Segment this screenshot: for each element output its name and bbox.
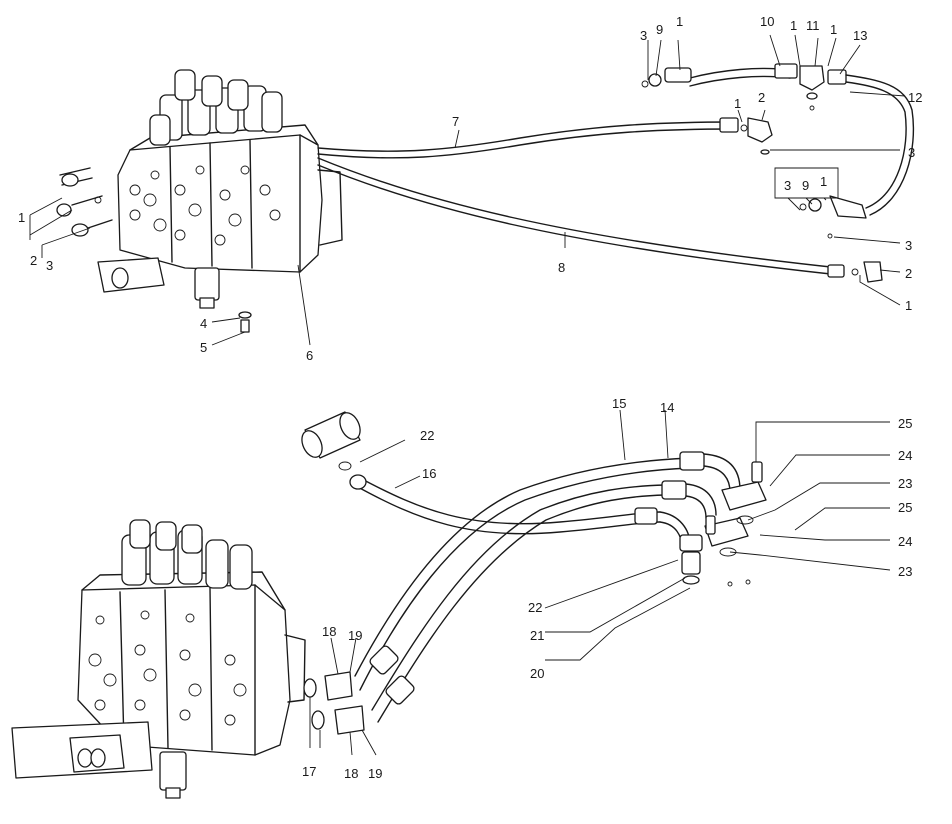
label-21: 21 [530, 628, 544, 643]
label-22-top: 22 [420, 428, 434, 443]
control-valve-bottom [11, 519, 306, 799]
leader-lines [29, 34, 906, 756]
pipe-7 [317, 117, 739, 159]
callout-box [774, 167, 839, 199]
flange-blocks-right [704, 461, 767, 587]
label-5: 5 [200, 340, 207, 355]
label-16: 16 [422, 466, 436, 481]
label-22-bottom: 22 [528, 600, 542, 615]
label-1-top-b: 1 [790, 18, 797, 33]
label-6: 6 [306, 348, 313, 363]
label-25-b: 25 [898, 500, 912, 515]
bolt-top [238, 311, 252, 333]
label-10: 10 [760, 14, 774, 29]
hose-assembly-top-right [641, 63, 915, 239]
label-9-box: 9 [802, 178, 809, 193]
label-11: 11 [806, 18, 820, 33]
label-18-bottom: 18 [344, 766, 358, 781]
pipe-8 [317, 157, 845, 278]
label-20: 20 [530, 666, 544, 681]
label-1-top-c: 1 [830, 22, 837, 37]
label-23-b: 23 [898, 564, 912, 579]
label-2-right: 2 [905, 266, 912, 281]
label-14: 14 [660, 400, 674, 415]
label-25-a: 25 [898, 416, 912, 431]
label-1-top: 1 [676, 14, 683, 29]
label-3-mid: 3 [908, 145, 915, 160]
label-8: 8 [558, 260, 565, 275]
flange-fittings-bottom [303, 671, 365, 735]
label-15: 15 [612, 396, 626, 411]
label-2-left: 2 [30, 253, 37, 268]
hoses-bottom [349, 451, 741, 723]
label-1-box: 1 [820, 174, 827, 189]
label-24-b: 24 [898, 534, 912, 549]
label-12: 12 [908, 90, 922, 105]
label-13: 13 [853, 28, 867, 43]
part-number-labels: 1 2 3 4 5 6 7 8 3 9 1 10 1 11 1 13 12 1 … [18, 14, 922, 781]
label-3-left: 3 [46, 258, 53, 273]
label-17: 17 [302, 764, 316, 779]
label-9-top: 9 [656, 22, 663, 37]
label-18-top: 18 [322, 624, 336, 639]
adapter-fitting [679, 534, 703, 585]
sleeve-part [301, 411, 361, 471]
label-19-bottom: 19 [368, 766, 382, 781]
label-1-left: 1 [18, 210, 25, 225]
label-24-a: 24 [898, 448, 912, 463]
control-valve-top [56, 69, 343, 309]
label-1-right: 1 [905, 298, 912, 313]
label-23-a: 23 [898, 476, 912, 491]
label-3-right: 3 [905, 238, 912, 253]
label-3-top: 3 [640, 28, 647, 43]
label-2-mid: 2 [758, 90, 765, 105]
label-1-mid: 1 [734, 96, 741, 111]
label-7: 7 [452, 114, 459, 129]
label-4: 4 [200, 316, 207, 331]
elbow-fittings-top [740, 117, 883, 283]
label-3-box: 3 [784, 178, 791, 193]
label-19-top: 19 [348, 628, 362, 643]
